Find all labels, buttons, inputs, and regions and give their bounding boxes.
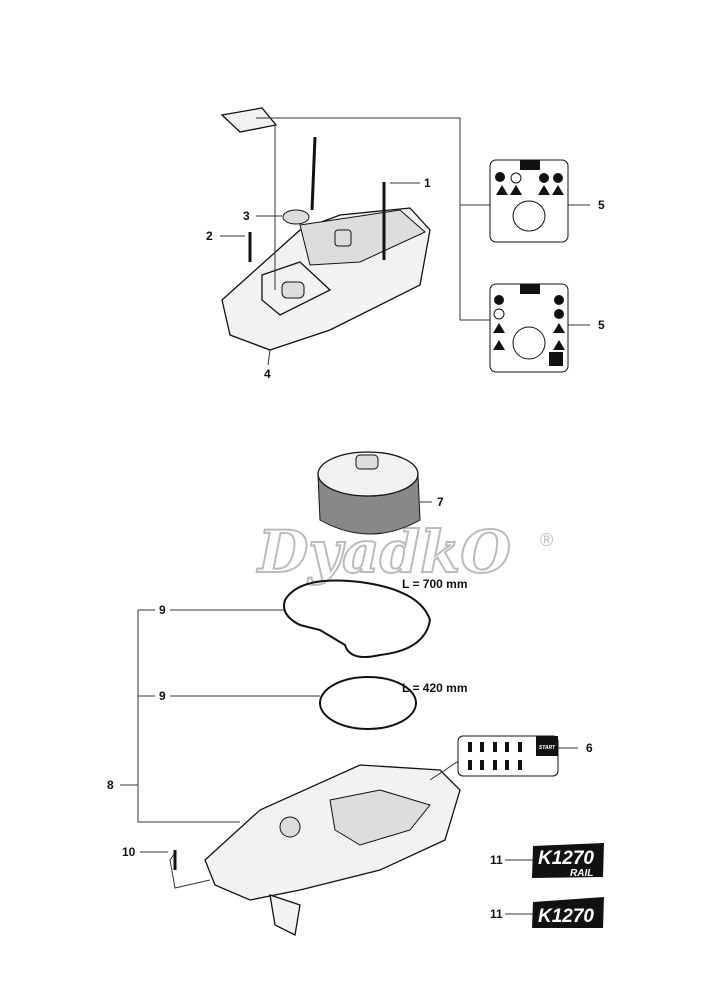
callout-5b: 5 xyxy=(598,318,605,332)
start-label: START xyxy=(539,745,556,751)
gasket-large xyxy=(283,579,432,658)
watermark-registered-mark: ® xyxy=(540,530,553,550)
callout-11b: 11 xyxy=(490,907,503,921)
callout-9b: 9 xyxy=(159,689,166,703)
gasket-small xyxy=(319,676,417,730)
callout-2: 2 xyxy=(206,229,213,243)
plate xyxy=(220,107,278,133)
cover-assembly xyxy=(221,207,431,351)
model-decal: K1270 xyxy=(532,897,604,928)
gasket-length-420: L = 420 mm xyxy=(402,681,467,695)
start-decal-6: START xyxy=(457,735,559,777)
callout-3: 3 xyxy=(243,209,250,223)
callout-1: 1 xyxy=(424,176,431,190)
svg-text:RAIL: RAIL xyxy=(570,868,593,879)
warning-decal-5a xyxy=(489,159,569,243)
callout-4: 4 xyxy=(264,367,271,381)
callout-9a: 9 xyxy=(159,603,166,617)
callout-8: 8 xyxy=(107,778,114,792)
grommet-3 xyxy=(282,209,310,225)
callout-5a: 5 xyxy=(598,198,605,212)
lower-housing xyxy=(204,764,461,936)
model-decal-rail: K1270 RAIL xyxy=(532,843,604,879)
callout-7: 7 xyxy=(437,495,444,509)
gasket-length-700: L = 700 mm xyxy=(402,577,467,591)
callout-6: 6 xyxy=(586,741,593,755)
svg-text:K1270: K1270 xyxy=(538,848,594,869)
screw-long xyxy=(310,136,317,211)
warning-decal-5b xyxy=(489,283,569,373)
callout-10: 10 xyxy=(122,845,136,859)
callout-11a: 11 xyxy=(490,853,503,867)
svg-text:K1270: K1270 xyxy=(538,906,594,927)
air-filter xyxy=(317,451,421,535)
